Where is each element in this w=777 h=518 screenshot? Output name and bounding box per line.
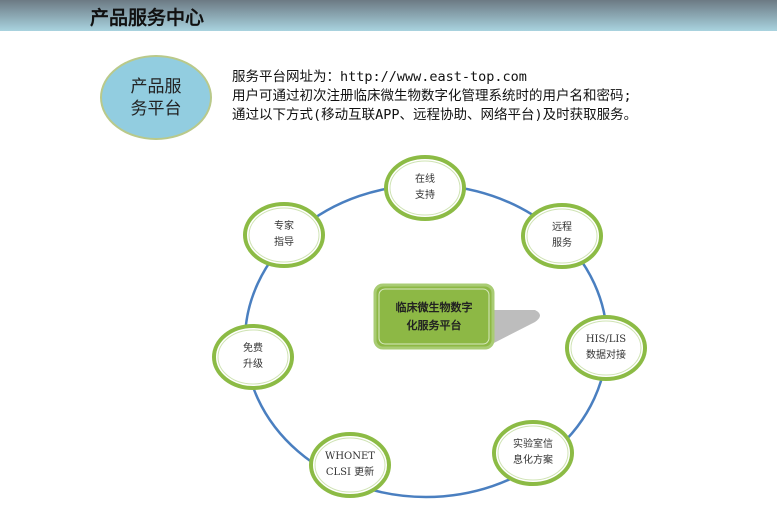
node-line: WHONET bbox=[325, 451, 375, 462]
header-bar: 产品服务中心 bbox=[0, 0, 777, 31]
info-line: 用户可通过初次注册临床微生物数字化管理系统时的用户名和密码; bbox=[232, 88, 632, 104]
center-label-line: 临床微生物数字 bbox=[395, 301, 473, 314]
node-line: 指导 bbox=[274, 237, 294, 248]
service-node bbox=[384, 155, 466, 221]
info-line: 通过以下方式(移动互联APP、远程协助、网络平台)及时获取服务。 bbox=[232, 107, 638, 123]
service-node-inner-ring bbox=[497, 425, 569, 481]
node-line: 数据对接 bbox=[586, 350, 626, 361]
center-box bbox=[373, 283, 495, 350]
center-label: 临床微生物数字化服务平台 bbox=[376, 287, 492, 347]
service-node-label: 专家指导 bbox=[274, 219, 294, 251]
service-node bbox=[492, 420, 574, 486]
center-label-line: 化服务平台 bbox=[406, 319, 462, 332]
service-node bbox=[212, 324, 294, 390]
service-node-inner-ring bbox=[248, 207, 320, 263]
service-node bbox=[521, 203, 603, 269]
node-line: 实验室信 bbox=[513, 439, 553, 450]
service-node-label: WHONET CLSI 更新 bbox=[325, 449, 375, 481]
service-node-label: 免费升级 bbox=[243, 341, 263, 373]
info-url-line: 服务平台网址为：http://www.east-top.com bbox=[232, 69, 527, 85]
service-node-inner-ring bbox=[570, 320, 642, 376]
node-line: 支持 bbox=[415, 190, 435, 201]
page-title: 产品服务中心 bbox=[90, 7, 205, 29]
service-node-inner-ring bbox=[526, 208, 598, 264]
service-info: 服务平台网址为：http://www.east-top.com 用户可通过初次注… bbox=[232, 68, 637, 125]
service-node bbox=[243, 202, 325, 268]
node-line: 远程 bbox=[552, 222, 572, 233]
node-line: 服务 bbox=[552, 238, 572, 249]
service-node-label: 实验室信息化方案 bbox=[513, 437, 553, 469]
service-node-label: 远程服务 bbox=[552, 220, 572, 252]
badge-line: 产品服 bbox=[130, 76, 182, 97]
node-line: 息化方案 bbox=[513, 455, 553, 466]
center-shadow bbox=[490, 310, 540, 345]
service-node-label: 在线支持 bbox=[415, 172, 435, 204]
service-node bbox=[565, 315, 647, 381]
service-node bbox=[309, 432, 391, 498]
badge-line: 务平台 bbox=[130, 98, 182, 119]
service-node-inner-ring bbox=[314, 437, 386, 493]
node-line: 免费 bbox=[243, 343, 263, 354]
node-line: CLSI 更新 bbox=[325, 467, 375, 478]
product-service-platform-badge: 产品服务平台 bbox=[100, 55, 212, 140]
node-line: 专家 bbox=[274, 221, 294, 232]
node-line: 在线 bbox=[415, 174, 435, 185]
service-node-inner-ring bbox=[217, 329, 289, 385]
service-node-label: HIS/LIS 数据对接 bbox=[586, 332, 626, 364]
node-line: 升级 bbox=[243, 359, 263, 370]
node-line: HIS/LIS bbox=[585, 334, 627, 345]
service-node-inner-ring bbox=[389, 160, 461, 216]
